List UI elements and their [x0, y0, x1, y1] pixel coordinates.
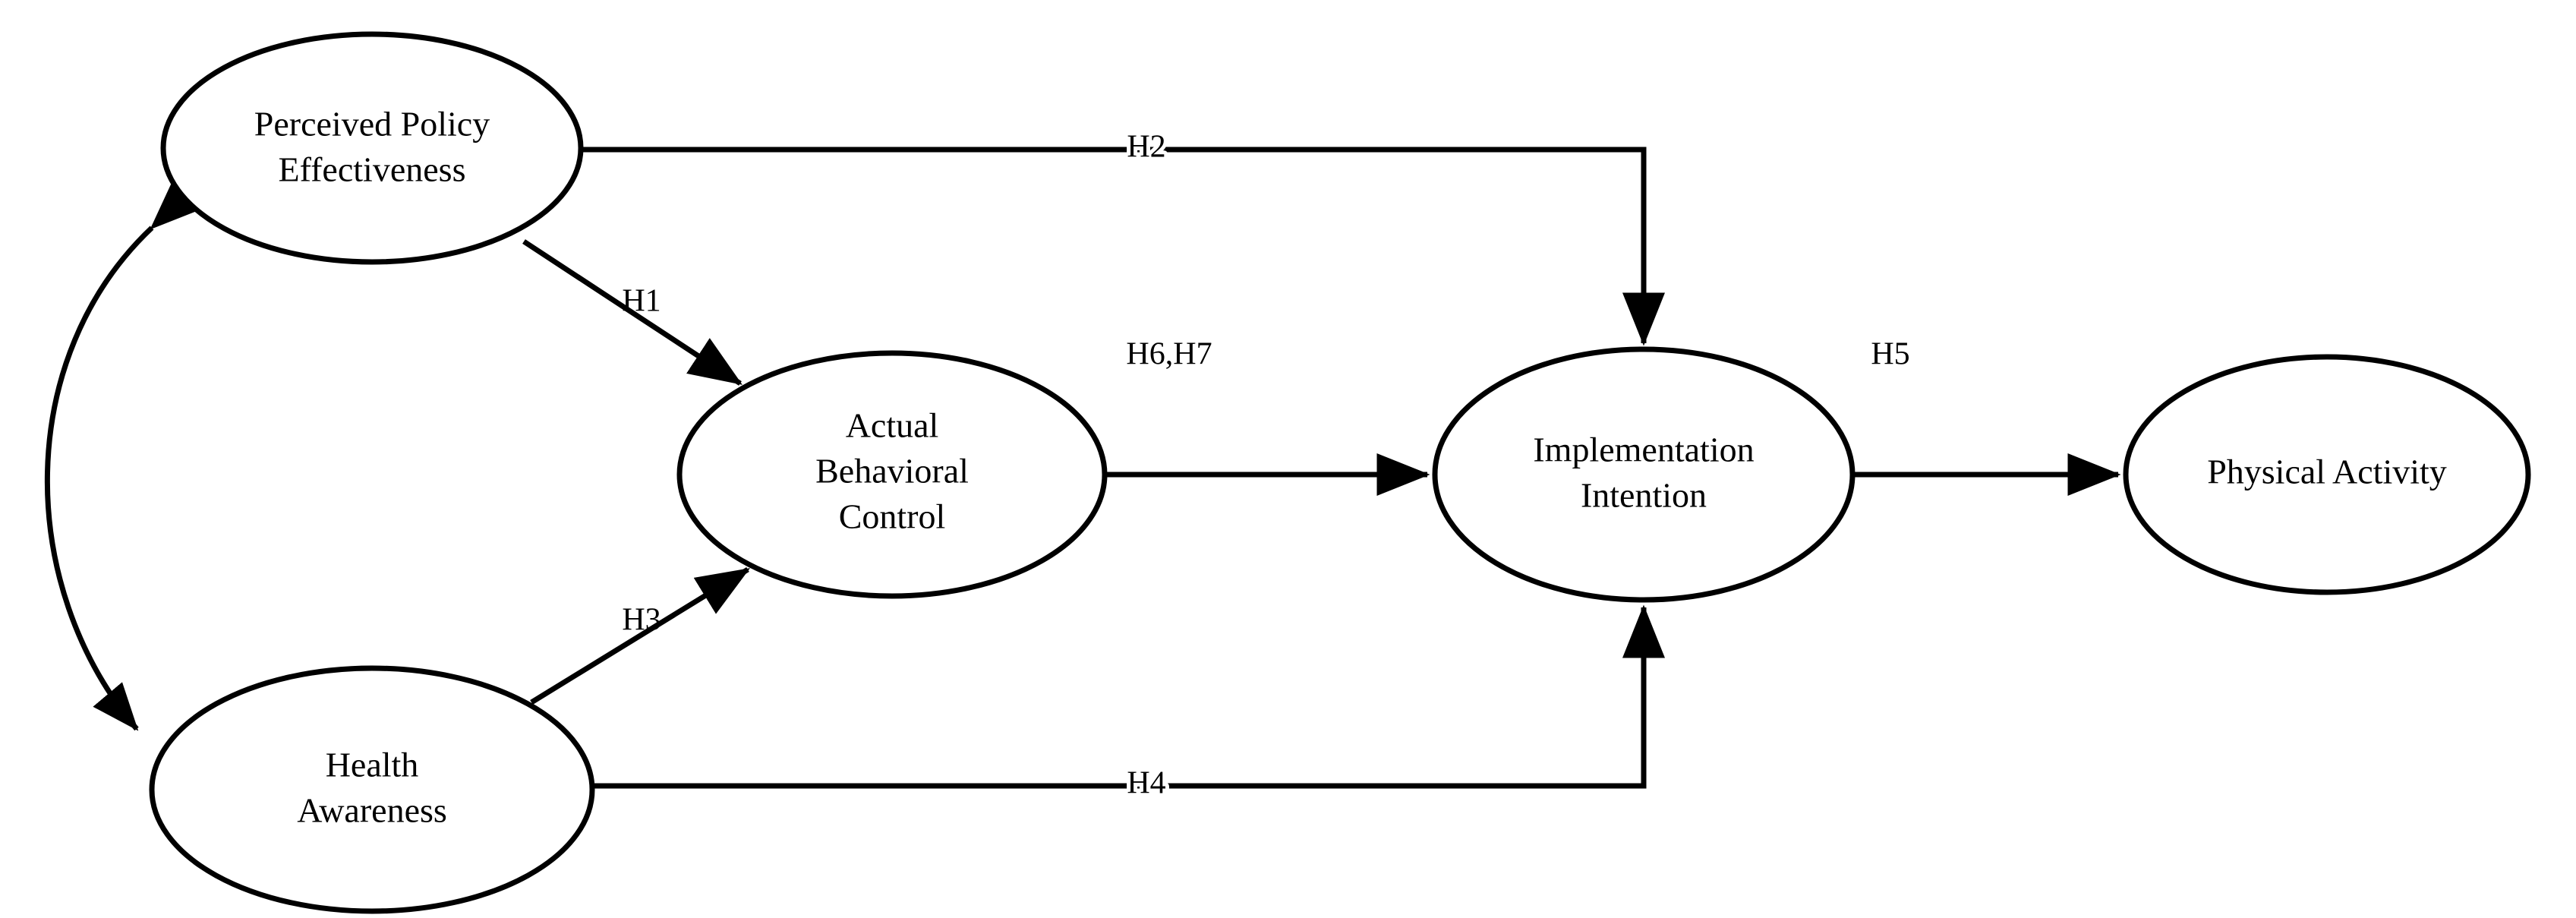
actual-behavioral-control-label-line2: Behavioral [815, 452, 969, 491]
edge-h1[interactable] [522, 239, 743, 386]
health-awareness-ellipse [149, 665, 595, 914]
node-implementation-intention[interactable]: Implementation Intention [1432, 346, 1856, 603]
perceived-policy-effectiveness-ellipse [160, 31, 584, 265]
node-perceived-policy-effectiveness[interactable]: Perceived Policy Effectiveness [160, 31, 584, 265]
node-physical-activity[interactable]: Physical Activity [2123, 354, 2531, 595]
edge-label-h4: H4 [1127, 766, 1165, 801]
h4-path [592, 604, 1665, 789]
edge-label-h5: H5 [1871, 337, 1909, 372]
perceived-policy-effectiveness-label-line2: Effectiveness [279, 150, 466, 189]
correlation-curve-path [44, 182, 198, 731]
edge-label-h1: H1 [622, 284, 661, 319]
h2-path [579, 147, 1665, 346]
h1-path [522, 239, 743, 386]
actual-behavioral-control-label-line1: Actual [846, 406, 939, 445]
implementation-intention-label-line1: Implementation [1533, 431, 1754, 469]
actual-behavioral-control-ellipse [676, 350, 1108, 599]
physical-activity-label: Physical Activity [2207, 453, 2447, 491]
implementation-intention-ellipse [1432, 346, 1856, 603]
edge-correlation-ppe-ha[interactable] [44, 182, 198, 731]
perceived-policy-effectiveness-label-line1: Perceived Policy [254, 105, 490, 144]
actual-behavioral-control-label-line3: Control [839, 497, 946, 536]
edge-h4[interactable] [592, 604, 1665, 789]
physical-activity-ellipse [2123, 354, 2531, 595]
h3-path [530, 567, 750, 705]
implementation-intention-label-line2: Intention [1581, 476, 1707, 515]
edge-label-h2: H2 [1127, 130, 1165, 165]
edge-label-h6-h7: H6,H7 [1126, 337, 1212, 372]
edge-h3[interactable] [530, 567, 750, 705]
health-awareness-label-line2: Awareness [297, 791, 447, 830]
node-actual-behavioral-control[interactable]: Actual Behavioral Control [676, 350, 1108, 599]
node-health-awareness[interactable]: Health Awareness [149, 665, 595, 914]
edge-h2[interactable] [579, 147, 1665, 346]
health-awareness-label-line1: Health [326, 746, 419, 784]
edge-label-h3: H3 [622, 603, 661, 638]
